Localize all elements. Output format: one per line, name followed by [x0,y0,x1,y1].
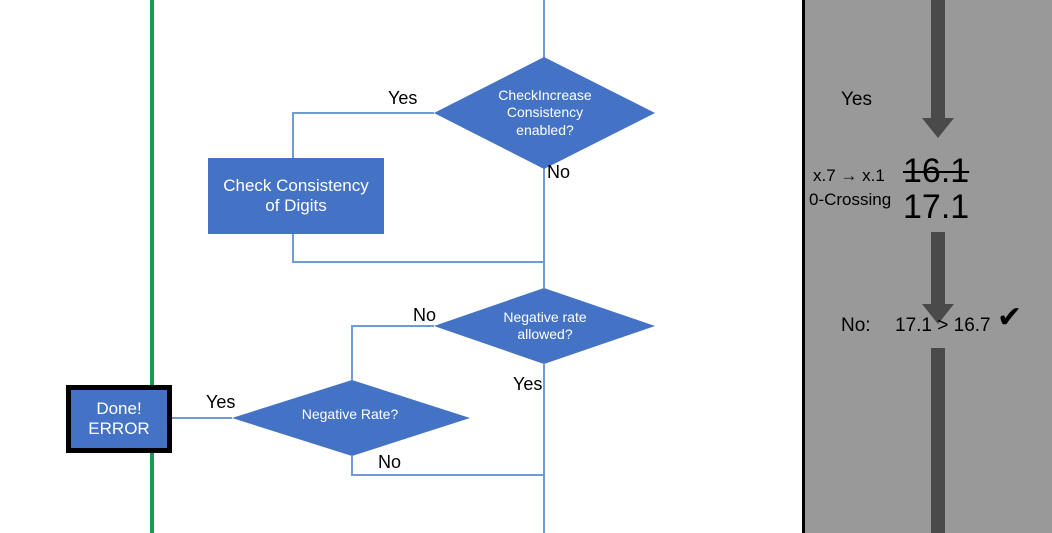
decision-negative-rate[interactable] [232,380,470,456]
process-check-consistency-of-digits[interactable]: Check Consistency of Digits [208,158,384,234]
decision-negative-rate-allowed[interactable] [434,288,655,364]
edge-label-yes-negative-rate-allowed: Yes [513,374,543,394]
annotation-panel: Yes x.7 → x.1 0-Crossing 16.1 17.1 No: 1… [802,0,1052,533]
process-line-2: of Digits [265,196,327,215]
panel-value-struck: 16.1 [903,152,970,190]
panel-comparison-text: 17.1 > 16.7 [895,315,991,336]
flowchart-canvas [150,0,655,533]
panel-arrow-shaft-middle [931,232,945,304]
check-mark-icon: ✔ [997,301,1023,334]
done-error-line-2: ERROR [88,419,150,438]
connector-yes-to-check-consistency [292,112,434,158]
edge-label-no-check-increase: No [547,162,571,182]
terminator-done-error[interactable]: Done! ERROR [66,385,172,453]
panel-rule-line-1: x.7 → x.1 [813,166,885,185]
edge-label-yes-check-increase: Yes [388,88,418,108]
connector-no-negative-rate-to-spine [351,456,544,476]
process-check-consistency-label: Check Consistency of Digits [223,176,369,216]
panel-arrow-head-top [922,118,954,138]
decision-check-increase-consistency[interactable] [434,57,655,169]
edge-label-yes-done-error: Yes [206,392,236,412]
edge-label-no-negative-rate-allowed: No [413,305,437,325]
connector-check-consistency-to-spine [292,234,544,263]
panel-no-label: No: [841,315,871,336]
panel-arrow-shaft-top [931,0,945,118]
panel-arrow-shaft-bottom [931,348,945,533]
panel-yes-label: Yes [841,89,872,110]
edge-label-no-negative-rate: No [378,452,402,472]
done-error-label: Done! ERROR [88,399,149,439]
process-line-1: Check Consistency [223,175,369,195]
panel-value-current: 17.1 [903,188,970,226]
done-error-line-1: Done! [96,398,142,418]
panel-arrow-head-middle [922,304,954,324]
panel-arrow-canvas [922,0,954,533]
connector-no-to-negative-rate [351,325,434,380]
panel-rule-line-2: 0-Crossing [809,190,892,209]
